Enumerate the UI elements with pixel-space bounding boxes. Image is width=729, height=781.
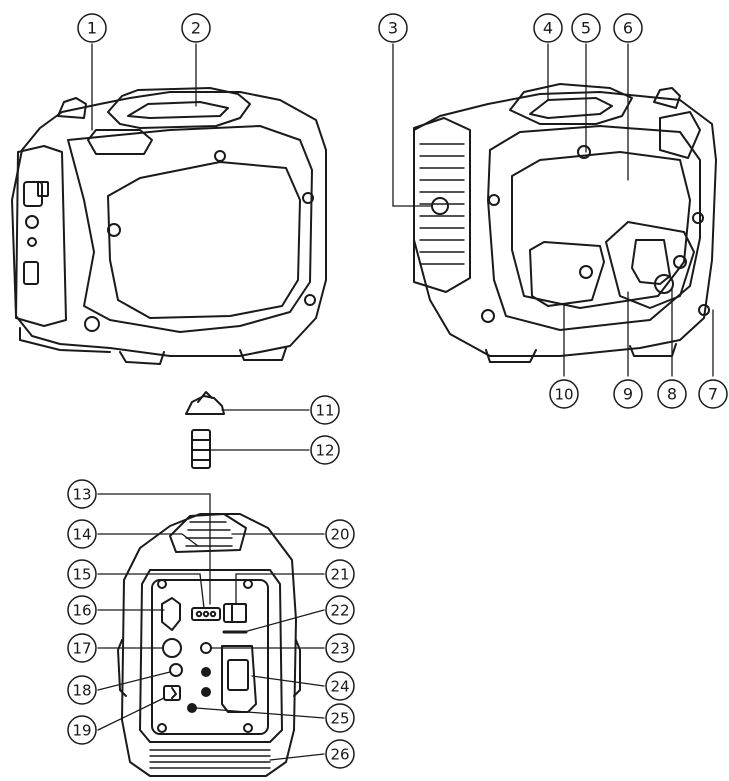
callout-circle xyxy=(67,675,97,705)
callout-13: 13 xyxy=(67,479,97,509)
callout-number: 12 xyxy=(315,442,334,460)
callout-circle xyxy=(657,379,687,409)
callout-number: 19 xyxy=(72,722,91,740)
callout-circle xyxy=(325,595,355,625)
callout-number: 21 xyxy=(330,566,349,584)
callout-circle xyxy=(325,703,355,733)
callout-number: 20 xyxy=(330,526,349,544)
callout-number: 10 xyxy=(554,386,573,404)
callout-number: 11 xyxy=(315,402,334,420)
callout-circle xyxy=(533,13,563,43)
callout-number: 2 xyxy=(191,19,201,38)
callout-number: 4 xyxy=(543,19,553,38)
callout-number: 18 xyxy=(72,682,91,700)
callout-3: 3 xyxy=(378,13,408,43)
callout-number: 17 xyxy=(72,640,91,658)
callout-circle xyxy=(325,519,355,549)
callout-circle xyxy=(67,519,97,549)
generator-right-view xyxy=(413,83,717,363)
callout-24: 24 xyxy=(325,671,355,701)
callout-7: 7 xyxy=(698,379,728,409)
callout-circle xyxy=(67,715,97,745)
callout-10: 10 xyxy=(549,379,579,409)
callout-circle xyxy=(549,379,579,409)
callout-15: 15 xyxy=(67,559,97,589)
callout-number: 26 xyxy=(330,746,349,764)
callout-number: 23 xyxy=(330,640,349,658)
callout-number: 6 xyxy=(623,19,633,38)
callout-16: 16 xyxy=(67,595,97,625)
callout-number: 8 xyxy=(667,385,677,404)
callout-12: 12 xyxy=(310,435,340,465)
callout-number: 15 xyxy=(72,566,91,584)
callout-number: 13 xyxy=(72,486,91,504)
callout-circle xyxy=(67,595,97,625)
callout-18: 18 xyxy=(67,675,97,705)
callout-circle xyxy=(310,435,340,465)
callout-circle xyxy=(77,13,107,43)
callout-number: 14 xyxy=(72,526,91,544)
callout-number: 9 xyxy=(623,385,633,404)
callout-8: 8 xyxy=(657,379,687,409)
part-spark-cap xyxy=(185,391,225,415)
callout-circle xyxy=(613,379,643,409)
callout-20: 20 xyxy=(325,519,355,549)
callout-6: 6 xyxy=(613,13,643,43)
callout-number: 25 xyxy=(330,710,349,728)
callout-21: 21 xyxy=(325,559,355,589)
part-filter xyxy=(191,429,211,469)
callout-number: 24 xyxy=(330,678,349,696)
callout-circle xyxy=(325,633,355,663)
callout-circle xyxy=(181,13,211,43)
callout-number: 16 xyxy=(72,602,91,620)
callout-1: 1 xyxy=(77,13,107,43)
callout-circle xyxy=(378,13,408,43)
callout-17: 17 xyxy=(67,633,97,663)
callout-9: 9 xyxy=(613,379,643,409)
callout-circle xyxy=(325,739,355,769)
callout-number: 22 xyxy=(330,602,349,620)
callout-circle xyxy=(698,379,728,409)
callout-25: 25 xyxy=(325,703,355,733)
generator-control-panel-view xyxy=(117,513,301,777)
callout-11: 11 xyxy=(310,395,340,425)
callout-circle xyxy=(325,559,355,589)
callout-2: 2 xyxy=(181,13,211,43)
callout-26: 26 xyxy=(325,739,355,769)
callout-circle xyxy=(67,479,97,509)
leader-lines xyxy=(91,43,714,761)
callout-23: 23 xyxy=(325,633,355,663)
callout-19: 19 xyxy=(67,715,97,745)
callout-circle xyxy=(571,13,601,43)
callout-circle xyxy=(67,633,97,663)
callout-number: 5 xyxy=(581,19,591,38)
callout-number: 1 xyxy=(87,19,97,38)
callout-circle xyxy=(325,671,355,701)
generator-left-view xyxy=(11,87,327,365)
callout-circle xyxy=(310,395,340,425)
callout-number: 3 xyxy=(388,19,398,38)
callout-number: 7 xyxy=(708,385,718,404)
callout-14: 14 xyxy=(67,519,97,549)
callout-circle xyxy=(613,13,643,43)
callout-22: 22 xyxy=(325,595,355,625)
callout-circle xyxy=(67,559,97,589)
callout-5: 5 xyxy=(571,13,601,43)
callout-4: 4 xyxy=(533,13,563,43)
